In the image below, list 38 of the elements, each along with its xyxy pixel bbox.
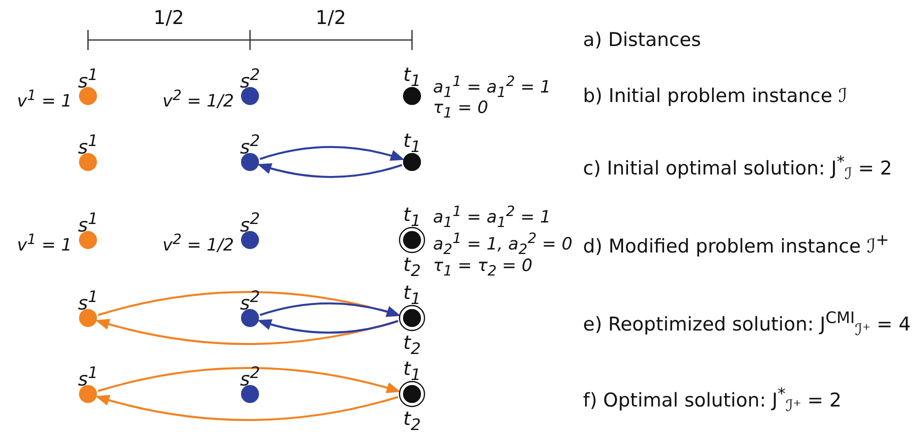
annotation: v$^{2}$ = 1/2 xyxy=(162,87,234,113)
point-label: s$^{2}$ xyxy=(240,130,260,152)
point-label: s$^{1}$ xyxy=(78,130,98,152)
annotation: a$_{1}$$^{1}$ = a$_{1}$$^{2}$ = 1 xyxy=(433,203,551,232)
arrow xyxy=(257,318,398,334)
point-label: t$_{2}$ xyxy=(403,332,421,360)
arrow xyxy=(95,394,398,421)
point-label: t$_{2}$ xyxy=(403,254,421,282)
dimension-label: 1/2 xyxy=(316,6,346,30)
panel-caption: f) Optimal solution: J$^{*}$$_{ℐ⁺}$ = 2 xyxy=(583,383,842,418)
point-label: t$_{1}$ xyxy=(403,358,421,380)
panel-caption: e) Reoptimized solution: J$^{CMI}$$_{ℐ⁺}$ = 4 xyxy=(583,307,911,342)
point-label: t$_{2}$ xyxy=(403,408,421,436)
panel-caption: b) Initial problem instance ℐ xyxy=(583,84,848,108)
point-label: s$^{2}$ xyxy=(240,208,260,230)
point-label: s$^{2}$ xyxy=(240,64,260,86)
point-label: t$_{1}$ xyxy=(403,282,421,304)
dimension-label: 1/2 xyxy=(154,6,184,30)
point-label: s$^{1}$ xyxy=(78,286,98,308)
point-label: s$^{1}$ xyxy=(78,362,98,384)
panel-caption: a) Distances xyxy=(583,28,702,52)
point-label: t$_{1}$ xyxy=(403,130,421,152)
annotation: v$^{2}$ = 1/2 xyxy=(162,231,234,257)
point-label: t$_{1}$ xyxy=(403,204,421,226)
arrow xyxy=(98,367,401,394)
point-label: s$^{2}$ xyxy=(240,286,260,308)
annotation: v$^{1}$ = 1 xyxy=(17,87,72,113)
panel-caption: c) Initial optimal solution: J$^{*}$$_{ℐ}$ = 2 xyxy=(583,151,892,186)
panel-caption: d) Modified problem instance ℐ$^{+}$ xyxy=(583,229,890,258)
arrow xyxy=(95,318,398,345)
annotation: v$^{1}$ = 1 xyxy=(17,231,72,257)
arrow xyxy=(260,146,405,162)
point-label: s$^{1}$ xyxy=(78,208,98,230)
point-label: t$_{1}$ xyxy=(403,64,421,86)
arrow xyxy=(260,302,401,318)
point-label: s$^{2}$ xyxy=(240,362,260,384)
arrow xyxy=(257,162,402,178)
point-label: s$^{1}$ xyxy=(78,64,98,86)
